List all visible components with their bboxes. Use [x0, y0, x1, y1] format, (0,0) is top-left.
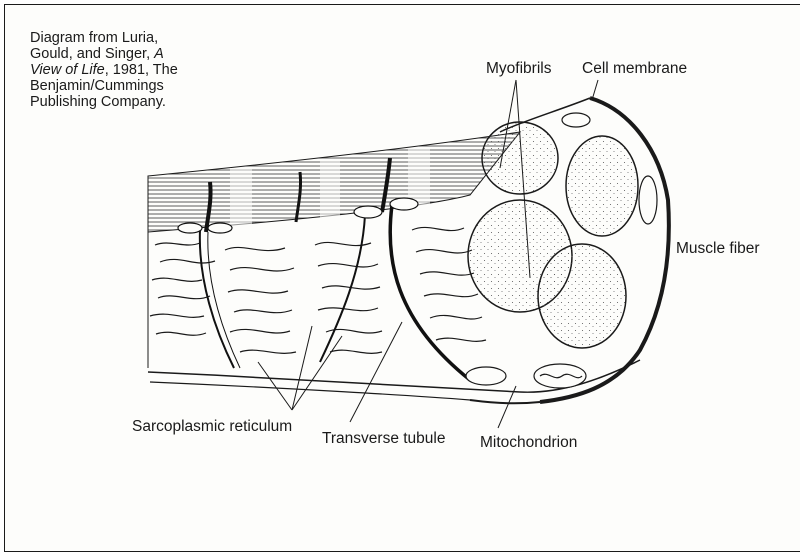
- myofibril-cross-sections: [468, 122, 638, 348]
- label-cell-membrane: Cell membrane: [582, 60, 687, 78]
- label-muscle-fiber: Muscle fiber: [676, 240, 760, 258]
- label-mitochondrion: Mitochondrion: [480, 434, 577, 452]
- label-sarcoplasmic-reticulum: Sarcoplasmic reticulum: [132, 418, 292, 436]
- label-transverse-tubule: Transverse tubule: [322, 430, 446, 448]
- transverse-tubules: [178, 198, 470, 380]
- striated-surface: [148, 132, 520, 232]
- label-myofibrils: Myofibrils: [486, 60, 551, 78]
